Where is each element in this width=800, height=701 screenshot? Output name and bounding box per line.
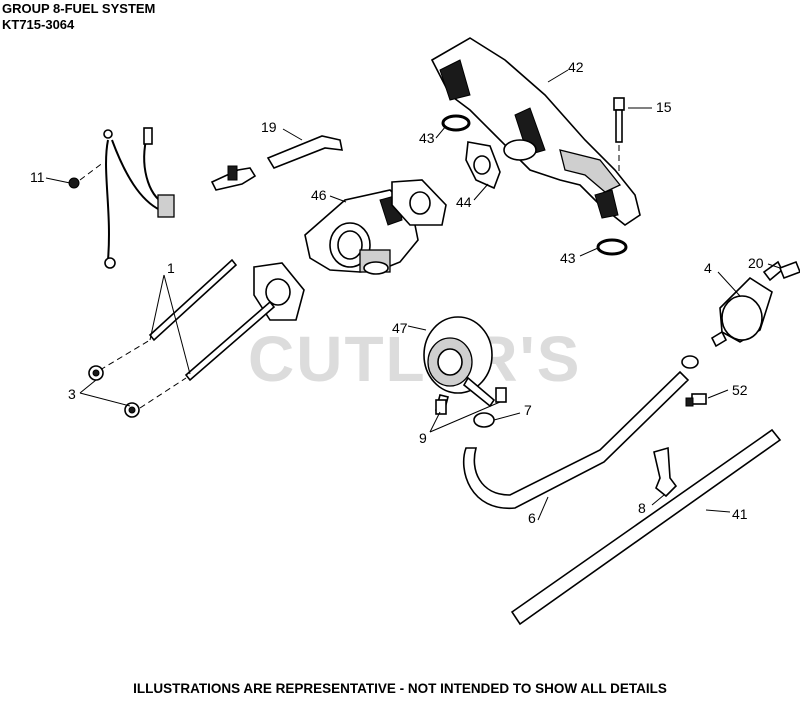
part-fuel-filter[interactable] xyxy=(710,260,783,348)
callout-11: 11 xyxy=(30,169,45,185)
part-carburetor-gasket-rear[interactable] xyxy=(391,179,447,226)
part-pump-screw-right[interactable] xyxy=(495,387,507,403)
part-nut-lower[interactable] xyxy=(124,402,140,418)
callout-7: 7 xyxy=(524,402,532,418)
callout-42: 42 xyxy=(568,59,584,75)
callout-43-upper: 43 xyxy=(419,130,435,146)
part-studs[interactable] xyxy=(148,258,276,382)
callout-1: 1 xyxy=(167,260,175,276)
part-bolt[interactable] xyxy=(613,97,625,143)
part-small-fitting[interactable] xyxy=(685,393,707,407)
part-vent-hose[interactable] xyxy=(266,135,344,169)
callout-52: 52 xyxy=(732,382,748,398)
callout-4: 4 xyxy=(704,260,712,276)
page-title: GROUP 8-FUEL SYSTEM xyxy=(2,1,156,16)
part-nut-upper[interactable] xyxy=(88,365,104,381)
callout-19: 19 xyxy=(261,119,277,135)
part-wiring-harness[interactable] xyxy=(103,127,175,269)
callout-20: 20 xyxy=(748,255,764,271)
part-screw[interactable] xyxy=(68,177,80,189)
part-pump-screw-left[interactable] xyxy=(435,399,447,415)
callout-15: 15 xyxy=(656,99,672,115)
part-filter-clamp[interactable] xyxy=(681,355,699,369)
callout-46: 46 xyxy=(311,187,327,203)
callout-8: 8 xyxy=(638,500,646,516)
watermark: CUTLER'S xyxy=(248,323,582,395)
part-hose-clip[interactable] xyxy=(653,446,678,498)
callout-6: 6 xyxy=(528,510,536,526)
part-intake-manifold[interactable] xyxy=(430,37,641,226)
model-number: KT715-3064 xyxy=(2,17,75,32)
callout-3: 3 xyxy=(68,386,76,402)
part-fuel-fitting[interactable] xyxy=(210,165,257,191)
part-manifold-gasket[interactable] xyxy=(465,141,501,190)
callout-43-lower: 43 xyxy=(560,250,576,266)
part-long-fuel-hose[interactable] xyxy=(510,428,782,626)
callout-47: 47 xyxy=(392,320,408,336)
part-gasket-ring-upper[interactable] xyxy=(441,114,471,132)
disclaimer-footer: ILLUSTRATIONS ARE REPRESENTATIVE - NOT I… xyxy=(133,681,667,696)
part-fuel-hose[interactable] xyxy=(462,370,690,509)
callout-9: 9 xyxy=(419,430,427,446)
callout-41: 41 xyxy=(732,506,748,522)
part-gasket-ring-lower[interactable] xyxy=(596,238,628,256)
part-fuel-line-fitting[interactable] xyxy=(778,260,800,280)
part-hose-clamp[interactable] xyxy=(473,412,495,428)
callout-44: 44 xyxy=(456,194,472,210)
part-fuel-pump[interactable] xyxy=(423,316,496,413)
